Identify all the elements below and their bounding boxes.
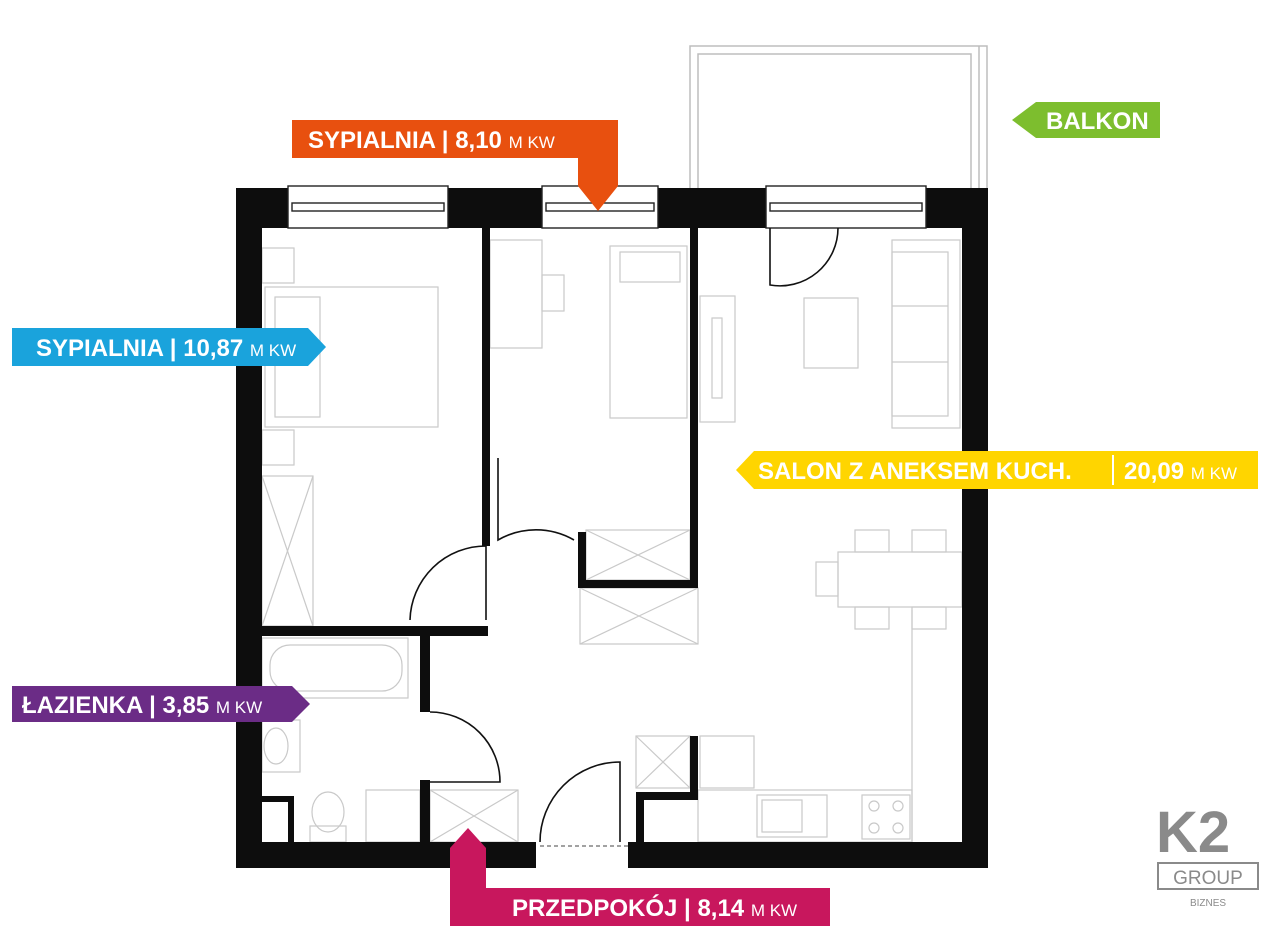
- logo-sub: BIZNES: [1190, 898, 1226, 909]
- balcony-outline: [689, 45, 988, 193]
- label-bathroom-text: ŁAZIENKA | 3,85 M KW: [22, 692, 262, 719]
- label-living-text: SALON Z ANEKSEM KUCH.: [758, 458, 1072, 485]
- label-bedroom-small: SYPIALNIA | 8,10 M KW: [292, 120, 618, 211]
- logo-group: GROUP: [1173, 868, 1243, 889]
- label-balcony: BALKON: [1012, 102, 1160, 138]
- k2-group-logo: K2 GROUP BIZNES: [1156, 800, 1259, 909]
- label-bathroom: ŁAZIENKA | 3,85 M KW: [12, 686, 310, 722]
- label-hallway-text: PRZEDPOKÓJ | 8,14 M KW: [512, 894, 797, 922]
- doors: [409, 227, 839, 847]
- label-balcony-text: BALKON: [1046, 108, 1149, 135]
- furniture: [261, 239, 963, 843]
- label-bedroom-large-text: SYPIALNIA | 10,87 M KW: [36, 335, 296, 362]
- label-living: SALON Z ANEKSEM KUCH. 20,09 M KW: [736, 451, 1258, 489]
- label-living-area: 20,09 M KW: [1124, 458, 1237, 485]
- logo-mark: K2: [1156, 800, 1230, 865]
- label-bedroom-small-text: SYPIALNIA | 8,10 M KW: [308, 127, 555, 154]
- label-bedroom-large: SYPIALNIA | 10,87 M KW: [12, 328, 326, 366]
- walls: [236, 188, 988, 868]
- label-hallway: PRZEDPOKÓJ | 8,14 M KW: [450, 828, 830, 926]
